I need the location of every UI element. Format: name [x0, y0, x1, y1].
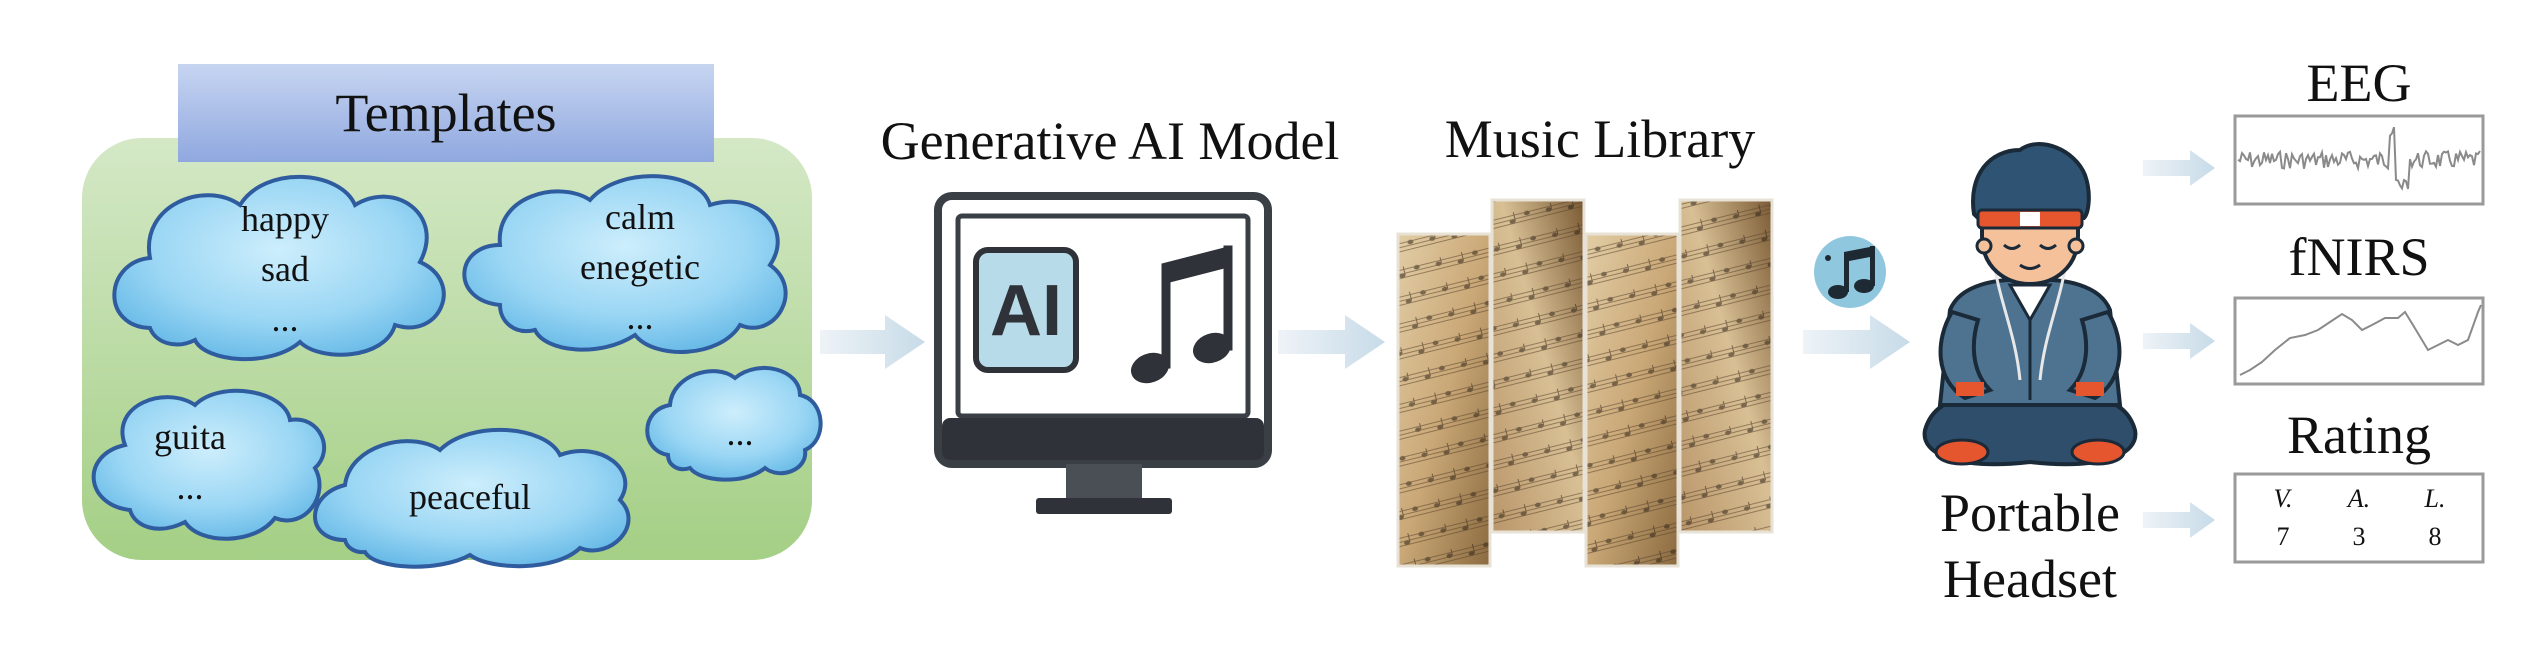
templates-header [178, 64, 714, 162]
sheet-music-strip-1 [1396, 232, 1492, 568]
headset-title: Portable Headset [1900, 480, 2160, 612]
rating-value-l: 8 [2428, 522, 2442, 551]
cloud-3-label: guita ... [110, 412, 270, 512]
sheet-music-strip-2 [1490, 198, 1586, 534]
headset-title-line-2: Headset [1943, 549, 2117, 609]
cloud-2-line-2: enegetic [580, 247, 700, 287]
cloud-1 [112, 174, 446, 361]
headset-title-line-1: Portable [1940, 483, 2120, 543]
cloud-5 [645, 366, 823, 482]
rating-box [2233, 472, 2485, 564]
cloud-2-line-1: calm [605, 197, 675, 237]
cloud-4-label: peaceful [340, 472, 600, 522]
sheet-music-strip-3 [1584, 232, 1680, 568]
computer-monitor-icon [934, 192, 1272, 514]
cloud-1-line-2: sad [261, 249, 309, 289]
sheet-music-strip-4 [1678, 198, 1774, 534]
cloud-2-label: calm enegetic ... [520, 192, 760, 342]
arrow-library-to-headset [1803, 315, 1910, 369]
arrow-to-rating [2143, 502, 2215, 538]
model-title: Generative AI Model [880, 111, 1340, 171]
fnirs-waveform [2239, 304, 2482, 376]
cloud-4 [313, 427, 631, 569]
library-title: Music Library [1444, 109, 1756, 169]
meditating-person-icon [1922, 142, 2138, 467]
eeg-title: EEG [2306, 53, 2412, 113]
arrow-templates-to-model [820, 315, 925, 369]
cloud-1-line-3: ... [271, 299, 299, 339]
rating-header-l: L. [2424, 484, 2446, 513]
arrow-to-fnirs [2143, 323, 2215, 359]
rating-title: Rating [2287, 405, 2431, 465]
fnirs-signal-box [2233, 296, 2485, 386]
cloud-2-line-3: ... [626, 297, 654, 337]
rating-header-v: V. [2273, 484, 2293, 513]
cloud-3-line-2: ... [176, 467, 204, 507]
cloud-2 [462, 174, 788, 354]
ai-chip-icon [973, 247, 1079, 373]
rating-value-a: 3 [2352, 522, 2366, 551]
eeg-signal-box [2233, 114, 2485, 206]
cloud-3 [91, 388, 327, 541]
cloud-4-line-1: peaceful [409, 477, 531, 517]
music-library-images [1396, 198, 1774, 568]
music-badge-icon [1814, 236, 1886, 308]
music-note-icon [1131, 245, 1233, 384]
ai-chip-label: AI [990, 271, 1062, 351]
templates-title: Templates [335, 83, 557, 143]
cloud-5-label: ... [680, 408, 800, 458]
rating-value-v: 7 [2276, 522, 2290, 551]
fnirs-title: fNIRS [2288, 227, 2430, 287]
cloud-3-line-1: guita [154, 417, 226, 457]
templates-panel [82, 64, 823, 569]
cloud-1-label: happy sad ... [170, 194, 400, 344]
rating-header-a: A. [2347, 484, 2371, 513]
arrow-to-eeg [2143, 150, 2215, 186]
arrow-model-to-library [1278, 315, 1385, 369]
cloud-5-line-1: ... [726, 413, 754, 453]
cloud-1-line-1: happy [241, 199, 329, 239]
eeg-waveform [2237, 126, 2481, 191]
